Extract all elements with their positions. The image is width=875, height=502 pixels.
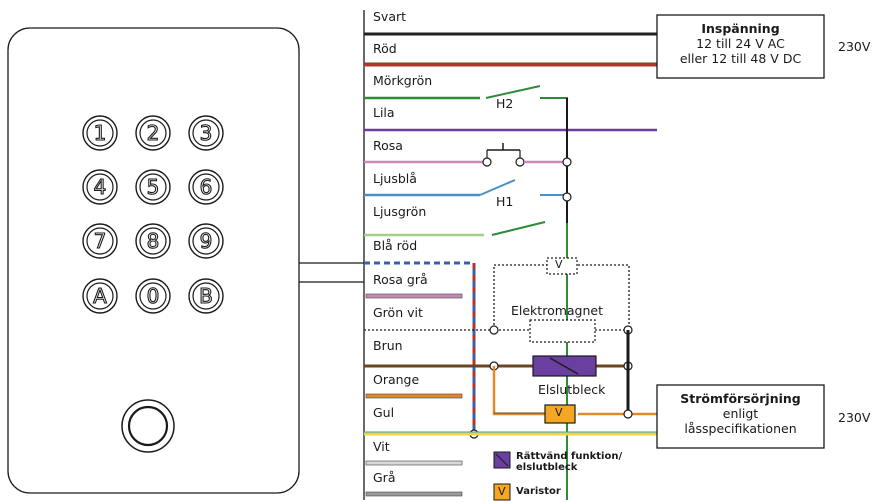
elslutbleck-diode <box>549 357 579 375</box>
strom-line2: låsspecifikationen <box>684 421 797 436</box>
keypad-device <box>7 27 300 494</box>
node <box>482 157 492 167</box>
legend-item1: Rättvänd funktion/ elslutbleck <box>516 451 622 473</box>
varistor <box>544 404 576 424</box>
inspanning-title: Inspänning <box>701 21 780 36</box>
strom-text: Strömförsörjning enligt låsspecifikation… <box>657 391 824 436</box>
key-ring-inner <box>86 119 114 147</box>
inspanning-text: Inspänning 12 till 24 V AC eller 12 till… <box>657 21 824 66</box>
key-label: B <box>199 284 213 308</box>
elektromagnet-varistor <box>546 257 578 275</box>
switch-ljusgron-blade <box>491 221 546 236</box>
node <box>562 157 572 167</box>
key-ring-inner <box>192 119 220 147</box>
key-label: 5 <box>147 175 160 199</box>
wire-label: Mörkgrön <box>373 73 433 88</box>
wire-label: Rosa <box>373 138 403 153</box>
key-ring-inner <box>86 282 114 310</box>
key-ring-inner <box>139 119 167 147</box>
strom-line1: enligt <box>722 406 759 421</box>
key-ring-inner <box>192 173 220 201</box>
key-ring-inner <box>139 282 167 310</box>
wire-label: Vit <box>373 439 390 454</box>
key-label: 8 <box>147 229 160 253</box>
key-ring-inner <box>86 173 114 201</box>
varistor-symbol: V <box>555 406 563 419</box>
wire-label: Svart <box>373 9 407 24</box>
key-label: 4 <box>94 175 107 199</box>
wire-morkgron-return <box>540 97 568 500</box>
wire-label: Brun <box>373 338 403 353</box>
wire-label: Ljusgrön <box>373 204 427 219</box>
wire-label: Röd <box>373 41 397 56</box>
wire-stub <box>365 293 463 299</box>
h1-label: H1 <box>496 194 514 209</box>
node <box>489 325 499 335</box>
legend-item2: Varistor <box>516 486 561 497</box>
node <box>515 157 525 167</box>
legend-item1-line2: elslutbleck <box>516 462 578 473</box>
elslutbleck-label: Elslutbleck <box>538 382 606 397</box>
wire-label: Rosa grå <box>373 272 428 287</box>
wire-label: Grön vit <box>373 305 423 320</box>
wire-label: Grå <box>373 470 396 485</box>
wire-stub <box>365 393 463 399</box>
reader-ring-inner <box>127 405 169 447</box>
key-label: 7 <box>94 229 107 253</box>
switch-h1-blade <box>479 179 516 196</box>
key-ring-inner <box>192 227 220 255</box>
inspanning-line2: eller 12 till 48 V DC <box>679 51 802 66</box>
elektromagnet-coil <box>529 319 596 343</box>
inspanning-box <box>656 14 825 79</box>
key-label: 2 <box>147 121 160 145</box>
node <box>623 409 633 419</box>
wire-label: Orange <box>373 372 420 387</box>
key-label: A <box>93 284 107 308</box>
inspanning-voltage: 230V <box>838 39 871 54</box>
strom-title: Strömförsörjning <box>680 391 801 406</box>
key-ring-inner <box>139 227 167 255</box>
legend-item1-line1: Rättvänd funktion/ <box>516 451 623 462</box>
legend-varistor-symbol: V <box>498 485 506 498</box>
elektromagnet-label: Elektromagnet <box>511 303 603 318</box>
wire-label: Blå röd <box>373 238 418 253</box>
wire-label: Ljusblå <box>373 171 417 186</box>
strom-voltage: 230V <box>838 410 871 425</box>
inspanning-line1: 12 till 24 V AC <box>696 36 785 51</box>
key-label: 0 <box>147 284 160 308</box>
legend-varistor-swatch <box>493 483 511 501</box>
key-ring-inner <box>86 227 114 255</box>
wire-stub <box>365 491 463 497</box>
wire-label: Gul <box>373 405 395 420</box>
wire-orange-loop <box>492 366 545 416</box>
key-ring-inner <box>192 282 220 310</box>
key-label: 9 <box>200 229 213 253</box>
switch-h2-blade <box>485 85 541 99</box>
varistor-symbol: V <box>555 258 563 271</box>
key-label: 1 <box>94 121 107 145</box>
key-label: 3 <box>200 121 213 145</box>
h2-label: H2 <box>496 96 514 111</box>
key-ring-inner <box>139 173 167 201</box>
legend-diode <box>495 453 509 467</box>
node <box>562 192 572 202</box>
key-label: 6 <box>200 175 213 199</box>
wire-label: Lila <box>373 105 395 120</box>
strom-box <box>656 384 825 449</box>
wire-stub <box>365 460 463 466</box>
